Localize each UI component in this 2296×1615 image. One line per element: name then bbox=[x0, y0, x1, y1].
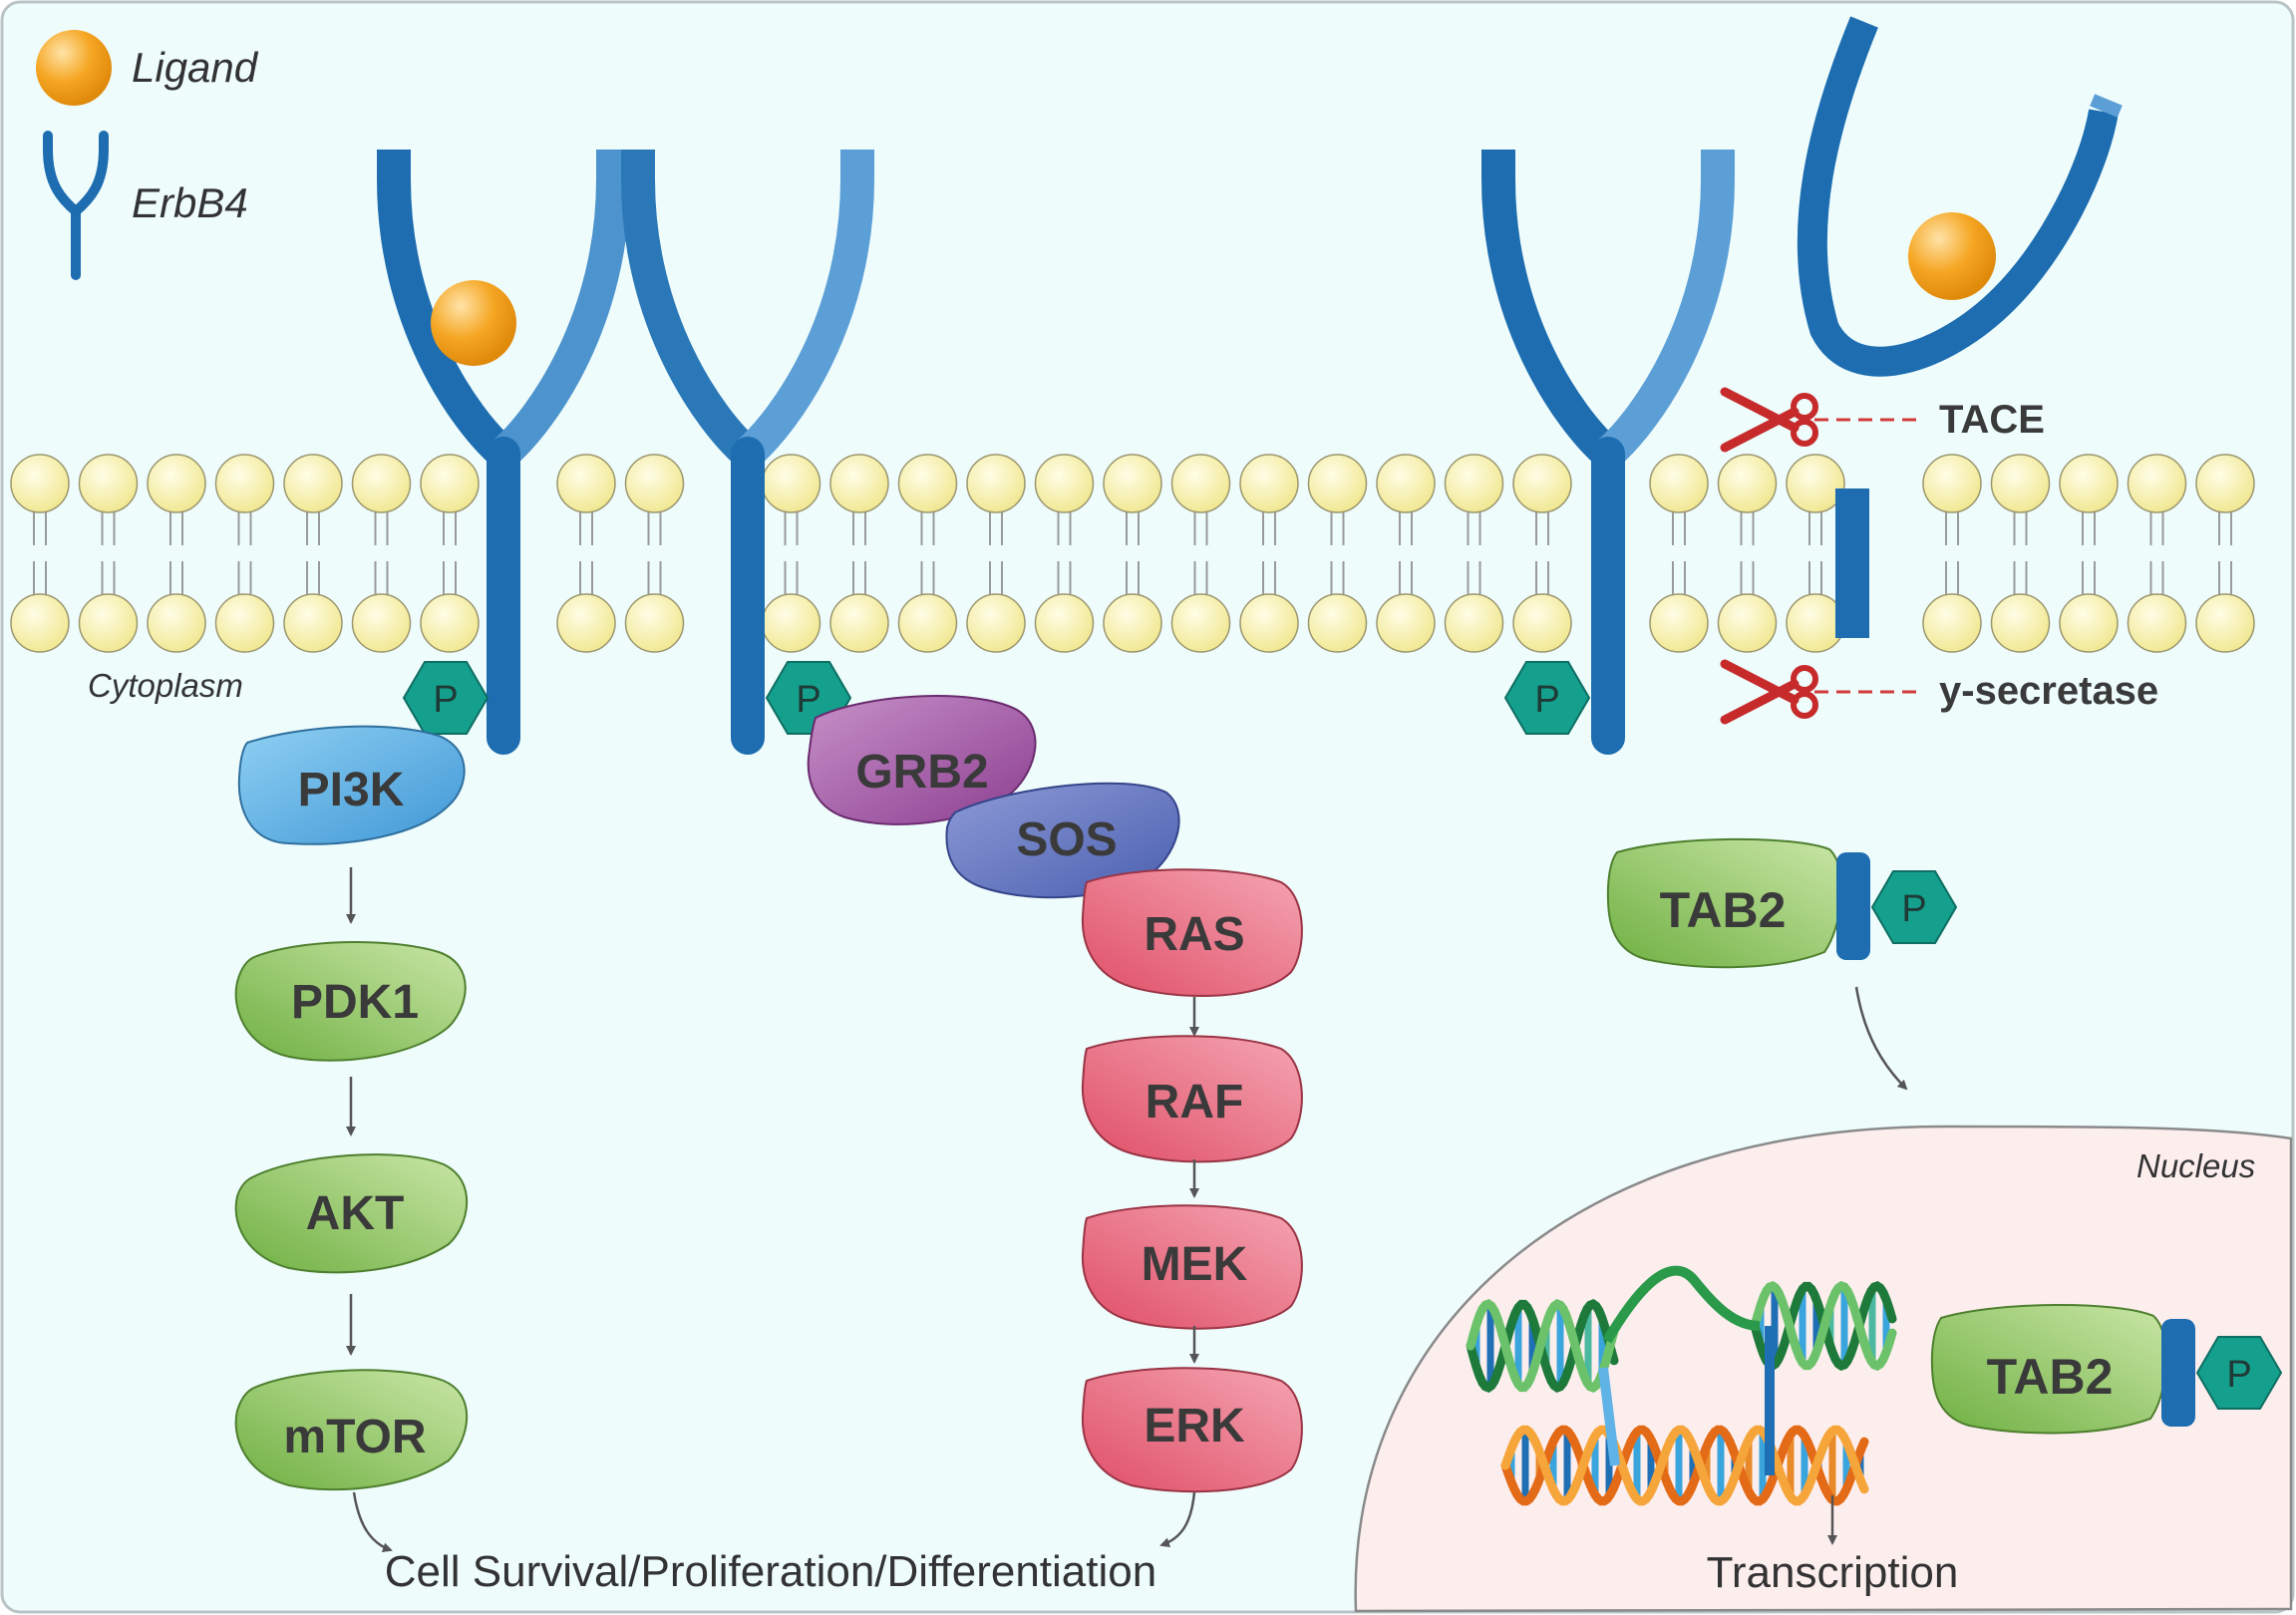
phosphate-label: P bbox=[796, 679, 820, 721]
scissors-icon-gamma-secretase bbox=[1720, 659, 1818, 725]
cell-fate-label: Cell Survival/Proliferation/Differentiat… bbox=[385, 1547, 1156, 1596]
nucleus-label: Nucleus bbox=[2136, 1147, 2255, 1184]
sos-label: SOS bbox=[1016, 813, 1117, 866]
cleaved-ectodomain bbox=[1797, 16, 2119, 377]
phosphate-label: P bbox=[1901, 888, 1926, 930]
erbb4-legend-icon bbox=[43, 131, 109, 280]
ligand-bound-2 bbox=[1908, 212, 1996, 300]
akt-node: AKT bbox=[234, 1153, 469, 1274]
transcription-label: Transcription bbox=[1707, 1548, 1959, 1597]
raf-node: RAF bbox=[1081, 1035, 1303, 1163]
scissors-icon-tace bbox=[1720, 387, 1818, 453]
dna-helix-icon bbox=[1466, 1265, 1897, 1506]
raf-label: RAF bbox=[1146, 1076, 1244, 1129]
phosphate-label: P bbox=[1534, 679, 1559, 721]
phosphate-label: P bbox=[433, 679, 458, 721]
phosphate-label: P bbox=[2226, 1354, 2251, 1396]
ras-node: RAS bbox=[1081, 868, 1303, 997]
sos-node: SOS bbox=[945, 782, 1180, 899]
tab2-nucleus-label: TAB2 bbox=[1987, 1349, 2114, 1405]
grb2-label: GRB2 bbox=[855, 746, 988, 799]
legend-ligand-label: Ligand bbox=[132, 44, 259, 91]
pi3k-node: PI3K bbox=[237, 725, 466, 845]
tab2-cytoplasm-label: TAB2 bbox=[1660, 882, 1787, 938]
erk-node: ERK bbox=[1081, 1367, 1303, 1493]
cytoplasm-label: Cytoplasm bbox=[88, 667, 243, 704]
transmembrane-stub bbox=[1835, 488, 1869, 638]
mtor-node: mTOR bbox=[234, 1369, 469, 1491]
erk-label: ERK bbox=[1144, 1400, 1245, 1453]
legend-erbb4-label: ErbB4 bbox=[132, 179, 248, 226]
ligand-icon bbox=[36, 30, 112, 106]
phosphate-badge-1: P bbox=[402, 661, 490, 735]
grb2-node: GRB2 bbox=[807, 695, 1037, 825]
mtor-label: mTOR bbox=[283, 1411, 426, 1463]
ras-label: RAS bbox=[1144, 908, 1244, 961]
gamma-secretase-label: y-secretase bbox=[1939, 669, 2158, 713]
phosphate-badge-3: P bbox=[1503, 661, 1591, 735]
tab2-nucleus-complex: TAB2 P bbox=[1930, 1304, 2283, 1435]
pdk1-node: PDK1 bbox=[234, 941, 467, 1062]
pi3k-label: PI3K bbox=[298, 764, 405, 816]
tace-label: TACE bbox=[1939, 398, 2045, 442]
pdk1-label: PDK1 bbox=[291, 976, 419, 1029]
erbb4-receptor-2 bbox=[621, 150, 874, 755]
mek-label: MEK bbox=[1142, 1238, 1248, 1291]
erbb4-receptor-3 bbox=[1481, 150, 1735, 755]
erbb4-receptor-1 bbox=[377, 150, 630, 755]
tab2-cytoplasm-complex: TAB2 P bbox=[1606, 837, 1958, 969]
ligand-bound-1 bbox=[431, 280, 516, 366]
lipid-bilayer bbox=[10, 454, 2255, 653]
mek-node: MEK bbox=[1081, 1204, 1303, 1330]
akt-label: AKT bbox=[306, 1187, 405, 1240]
